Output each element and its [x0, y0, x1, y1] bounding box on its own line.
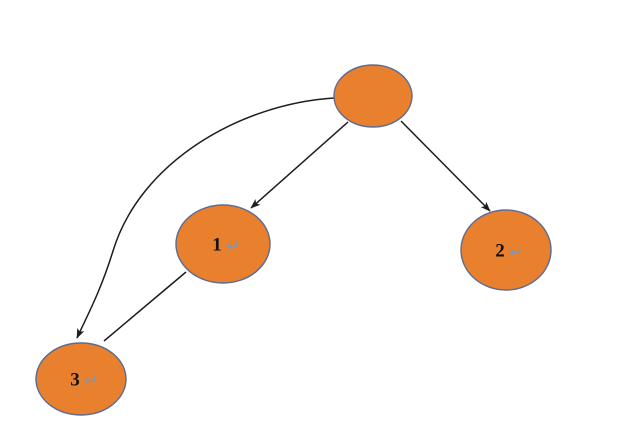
- graph-node-n2[interactable]: 2↵: [460, 209, 552, 291]
- node-label-n1: 1: [212, 235, 222, 256]
- edge-n1-to-n3[interactable]: [103, 271, 187, 342]
- graph-node-n1[interactable]: 1↵: [175, 204, 271, 284]
- graph-node-n3[interactable]: 3↵: [35, 342, 127, 416]
- nodes-layer: 1↵2↵3↵: [35, 64, 552, 416]
- node-return-icon-n2: ↵: [509, 243, 523, 262]
- node-shape-n1[interactable]: [175, 204, 271, 284]
- node-shape-n3[interactable]: [35, 342, 127, 416]
- node-shape-root[interactable]: [333, 64, 413, 128]
- edge-root-to-n1[interactable]: [250, 121, 349, 209]
- edge-root-to-n2[interactable]: [400, 120, 491, 212]
- edge-root-to-n3[interactable]: [76, 97, 335, 339]
- edges-layer: [76, 97, 491, 342]
- node-label-n2: 2: [495, 241, 505, 262]
- graph-node-root[interactable]: [333, 64, 413, 128]
- node-label-n3: 3: [70, 370, 80, 391]
- node-return-icon-n1: ↵: [226, 237, 240, 256]
- node-shape-n2[interactable]: [460, 209, 552, 291]
- node-return-icon-n3: ↵: [84, 372, 98, 391]
